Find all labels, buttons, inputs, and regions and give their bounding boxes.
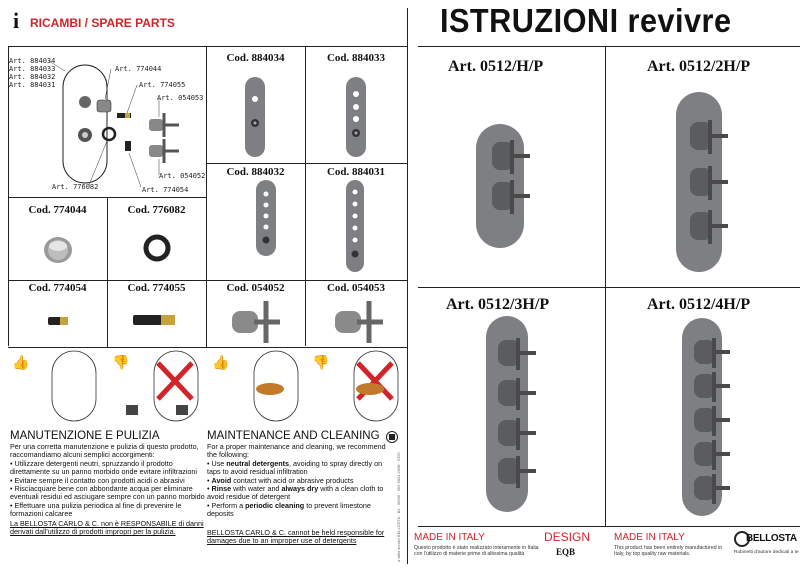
part-774055-image xyxy=(133,315,175,325)
design-label: DESIGN xyxy=(544,530,591,544)
divider xyxy=(407,8,408,564)
art-label: Art. 054053 xyxy=(157,94,204,102)
plate-884031-image xyxy=(346,180,364,272)
exploded-view: Art. 884034 Art. 884033 Art. 884032 Art.… xyxy=(9,47,205,196)
maintenance-it-bullet: • Utilizzare detergenti neutri, spruzzan… xyxy=(10,458,197,477)
maintenance-en-section: MAINTENANCE AND CLEANING For a proper ma… xyxy=(207,430,387,545)
divider xyxy=(107,197,108,347)
plate-884032-image xyxy=(256,180,276,256)
part-774044-image xyxy=(44,237,72,263)
maintenance-en-title: MAINTENANCE AND CLEANING xyxy=(207,430,380,442)
divider xyxy=(418,287,800,288)
made-in-italy-it-text: Questo prodotto è stato realizzato inter… xyxy=(414,545,539,557)
art-label: Art. 884032 xyxy=(9,73,56,81)
model-title: Art. 0512/3H/P xyxy=(446,296,550,313)
maintenance-en-bullet: • Perform a periodic cleaning to prevent… xyxy=(207,500,371,519)
art-label: Art. 774055 xyxy=(139,81,186,89)
code-label: Cod. 884031 xyxy=(326,166,386,178)
model-title: Art. 0512/4H/P xyxy=(647,296,751,313)
maintenance-it-title: MANUTENZIONE E PULIZIA xyxy=(10,430,160,442)
main-title: ISTRUZIONI revivre xyxy=(440,2,732,39)
maintenance-it-section: MANUTENZIONE E PULIZIA Per una corretta … xyxy=(10,430,206,536)
divider xyxy=(305,46,306,346)
maintenance-it-bullet: • Effettuare una pulizia periodica al fi… xyxy=(10,500,182,519)
part-054053-image xyxy=(335,301,383,343)
product-2h-image xyxy=(676,92,728,272)
part-776082-image xyxy=(143,234,171,262)
code-label: Cod. 774044 xyxy=(28,204,87,216)
divider xyxy=(206,280,207,347)
product-4h-image xyxy=(682,318,730,516)
divider xyxy=(8,347,408,348)
code-label: Cod. 774055 xyxy=(127,282,186,294)
maintenance-en-bullet: • Avoid contact with acid or abrasive pr… xyxy=(207,475,354,485)
side-note: a after tecnici BELLOSTA · B1 · 09/06 · … xyxy=(396,452,401,562)
maintenance-en-disclaimer: BELLOSTA CARLO & C. cannot be held respo… xyxy=(207,527,385,546)
made-in-italy-en-text: This product has been entirely manufactu… xyxy=(614,545,723,557)
divider xyxy=(418,46,800,47)
plate-884034-image xyxy=(245,77,265,157)
exploded-drawing xyxy=(48,60,179,188)
plate-884033-image xyxy=(346,77,366,157)
code-label: Cod. 884033 xyxy=(326,52,386,64)
bellosta-logo-icon xyxy=(734,531,750,547)
divider xyxy=(8,46,9,346)
svg-text:👍: 👍 xyxy=(212,354,229,371)
code-label: Cod. 884034 xyxy=(226,52,285,64)
art-label: Art. 776082 xyxy=(52,183,99,191)
maintenance-it-bullet: • Evitare sempre il contatto con prodott… xyxy=(10,475,185,485)
code-label: Cod. 884032 xyxy=(226,166,285,178)
maintenance-pictograms: 👍 👎 👍 👎 xyxy=(12,350,399,422)
model-title: Art. 0512/H/P xyxy=(448,58,544,75)
product-1h-image xyxy=(476,124,530,248)
recycle-icon xyxy=(386,431,398,443)
code-label: Cod. 054053 xyxy=(326,282,386,294)
code-label: Cod. 774054 xyxy=(28,282,87,294)
divider xyxy=(206,163,408,164)
code-label: Cod. 054052 xyxy=(226,282,285,294)
maintenance-it-disclaimer: La BELLOSTA CARLO & C. non è RESPONSABIL… xyxy=(10,518,204,537)
product-3h-image xyxy=(486,316,536,512)
bellosta-logo: BELLOSTA Rubinetti d'autore dedicati a t… xyxy=(734,531,804,561)
model-title: Art. 0512/2H/P xyxy=(647,58,751,75)
divider xyxy=(418,526,800,527)
svg-text:👎: 👎 xyxy=(312,354,329,371)
art-label: Art. 884031 xyxy=(9,81,56,89)
art-label: Art. 774054 xyxy=(142,186,189,194)
maintenance-en-intro: For a proper maintenance and cleaning, w… xyxy=(207,442,386,460)
svg-text:👎: 👎 xyxy=(112,354,129,371)
divider xyxy=(8,280,408,281)
art-label: Art. 774044 xyxy=(115,65,162,73)
maintenance-en-bullet: • Use neutral detergents, avoiding to sp… xyxy=(207,458,383,477)
design-eqb: EQB xyxy=(556,547,576,557)
part-054052-image xyxy=(232,301,280,343)
art-label: Art. 884034 xyxy=(9,57,56,65)
bellosta-brand: BELLOSTA xyxy=(746,533,797,544)
code-label: Cod. 776082 xyxy=(127,204,186,216)
part-774054-image xyxy=(48,317,68,325)
maintenance-it-intro: Per una corretta manutenzione e pulizia … xyxy=(10,442,199,460)
made-in-italy-it: MADE IN ITALY xyxy=(414,532,485,543)
divider xyxy=(605,46,606,526)
info-logo-icon: i xyxy=(13,8,20,33)
made-in-italy-en: MADE IN ITALY xyxy=(614,532,685,543)
art-label: Art. 884033 xyxy=(9,65,56,73)
bellosta-tagline: Rubinetti d'autore dedicati a te xyxy=(734,550,799,555)
art-label: Art. 054052 xyxy=(159,172,206,180)
maintenance-it-bullet: • Risciacquare bene con abbondante acqua… xyxy=(10,484,205,502)
spare-parts-title: RICAMBI / SPARE PARTS xyxy=(30,16,175,30)
divider xyxy=(8,46,408,47)
spare-parts-header: i RICAMBI / SPARE PARTS xyxy=(10,8,200,33)
svg-text:👍: 👍 xyxy=(12,354,29,371)
maintenance-en-bullet: • Rinse with water and always dry with a… xyxy=(207,484,384,502)
